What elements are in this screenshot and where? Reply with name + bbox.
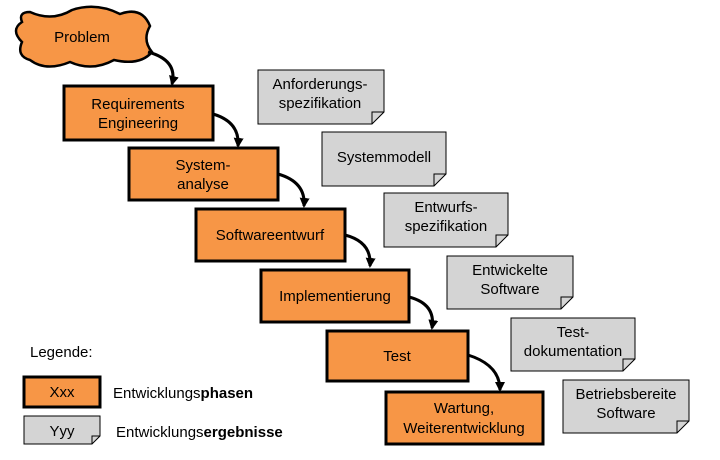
result-label-line-2: Software <box>596 405 655 422</box>
result-fold <box>495 234 508 247</box>
legend-result-swatch <box>23 415 101 445</box>
legend-result-fold <box>91 435 100 444</box>
result-label-line-1: Test- <box>557 324 590 341</box>
phase-label-line-1: Test <box>383 348 411 365</box>
result-fold <box>560 296 573 309</box>
result-systemmodell: Systemmodell <box>321 131 447 187</box>
result-fold <box>622 358 635 371</box>
legend-phase-sample: Xxx <box>49 384 75 401</box>
phase-box <box>194 207 347 263</box>
phase-label-line-1: Wartung, <box>434 400 494 417</box>
phase-label-line-1: Requirements <box>91 96 184 113</box>
legend-result-bold: ergebnisse <box>204 424 283 441</box>
result-entwurfsspezifikation: Entwurfs- spezifikation <box>383 192 509 248</box>
phase-label-line-1: System- <box>175 157 230 174</box>
phase-label-line-2: Engineering <box>98 115 178 132</box>
legend-phase-swatch <box>22 375 102 409</box>
result-fold <box>433 173 446 186</box>
phase-test: Test <box>325 329 470 383</box>
result-fold <box>371 111 384 124</box>
result-label-line-2: spezifikation <box>405 218 488 235</box>
result-document-shape <box>510 317 636 372</box>
result-label-line-1: Systemmodell <box>337 149 431 166</box>
phase-box <box>127 146 280 202</box>
result-label-line-1: Betriebsbereite <box>576 386 677 403</box>
phase-requirements-engineering: Requirements Engineering <box>62 84 215 142</box>
legend-phase-text: Entwicklungsphasen <box>113 385 253 402</box>
phase-box <box>325 329 470 383</box>
result-label-line-2: spezifikation <box>279 95 362 112</box>
result-document-shape <box>383 192 509 248</box>
result-label-line-1: Entwickelte <box>472 262 548 279</box>
arrow-requirements-to-systemanalyse <box>212 112 244 148</box>
phase-softwareentwurf: Softwareentwurf <box>194 207 347 263</box>
arrow-problem-to-requirements <box>147 50 179 86</box>
arrow-systemanalyse-to-softwareentwurf <box>277 172 310 208</box>
legend-result-text: Entwicklungsergebnisse <box>116 424 283 441</box>
legend-phase-bold: phasen <box>201 385 254 402</box>
phase-systemanalyse: System- analyse <box>127 146 280 202</box>
legend-phase-prefix: Entwicklungs <box>113 385 201 402</box>
result-betriebsbereite-software: Betriebsbereite Software <box>562 379 690 434</box>
arrow-softwareentwurf-to-implementierung <box>344 233 376 268</box>
arrow-test-to-wartung <box>467 353 505 392</box>
result-label-line-2: Software <box>480 281 539 298</box>
result-document-shape <box>562 379 690 434</box>
result-document-shape <box>446 255 574 310</box>
result-entwickelte-software: Entwickelte Software <box>446 255 574 310</box>
result-label-line-1: Anforderungs- <box>272 76 367 93</box>
phase-label-line-1: Implementierung <box>279 288 391 305</box>
result-document-shape <box>321 131 447 187</box>
result-anforderungsspezifikation: Anforderungs- spezifikation <box>257 69 385 125</box>
result-testdokumentation: Test- dokumentation <box>510 317 636 372</box>
problem-label: Problem <box>54 29 110 46</box>
phase-box <box>62 84 215 142</box>
result-label-line-1: Entwurfs- <box>414 199 477 216</box>
legend-result-prefix: Entwicklungs <box>116 424 204 441</box>
legend-title: Legende: <box>30 344 93 361</box>
result-document-shape <box>257 69 385 125</box>
phase-label-line-2: analyse <box>177 176 229 193</box>
phase-box <box>384 390 545 446</box>
phase-label-line-2: Weiterentwicklung <box>403 420 524 437</box>
phase-implementierung: Implementierung <box>259 268 411 324</box>
problem-cloud: Problem <box>14 5 154 68</box>
flow-arrows <box>147 50 505 392</box>
result-label-line-2: dokumentation <box>524 343 622 360</box>
phase-wartung-weiterentwicklung: Wartung, Weiterentwicklung <box>384 390 545 446</box>
phase-box <box>259 268 411 324</box>
legend-result-sample: Yyy <box>49 423 75 440</box>
phase-label-line-1: Softwareentwurf <box>216 227 325 244</box>
problem-cloud-shape <box>14 5 154 68</box>
arrow-implementierung-to-test <box>408 295 439 330</box>
legend: Legende: Xxx Entwicklungsphasen Yyy Entw… <box>22 344 283 445</box>
result-fold <box>676 420 689 433</box>
